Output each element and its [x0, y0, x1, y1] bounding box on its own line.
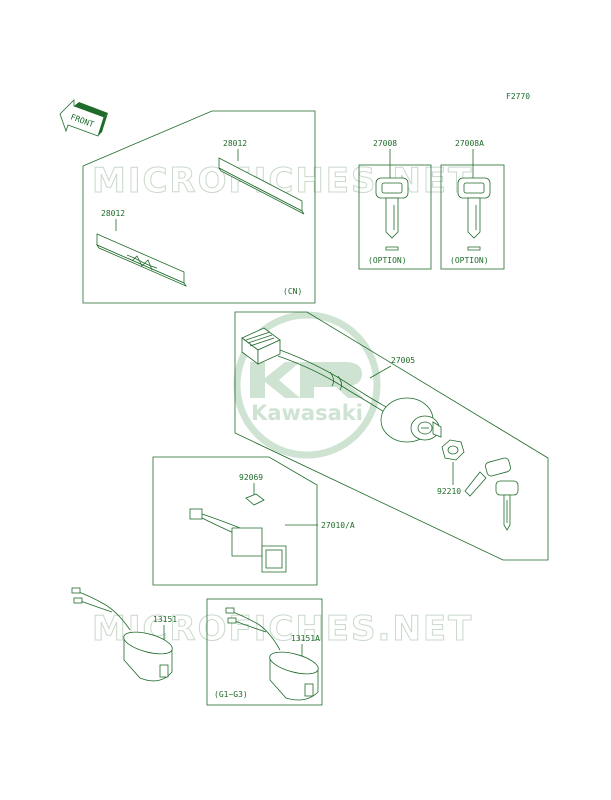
label-27005: 27005 — [391, 356, 415, 365]
label-28012-bottom: 28012 — [101, 209, 125, 218]
label-13151: 13151 — [153, 615, 177, 624]
ignition-switch-box: 27005 92210 — [234, 311, 549, 561]
key-27008A-box: 27008A (OPTION) — [440, 139, 505, 270]
sticker-28012-bottom — [95, 233, 188, 287]
g-note: (G1~G3) — [214, 690, 248, 699]
label-92210: 92210 — [437, 487, 461, 496]
key-27008-box: 27008 (OPTION) — [358, 139, 432, 270]
label-13151A: 13151A — [291, 634, 320, 643]
kawasaki-logo: Kawasaki — [233, 311, 381, 459]
front-arrow-icon: FRONT — [59, 99, 108, 137]
label-27010A: 27010/A — [321, 521, 355, 530]
label-92069: 92069 — [239, 473, 263, 482]
socket-13151: 13151 — [71, 587, 177, 682]
label-27008: 27008 — [373, 139, 397, 148]
sticker-group-box: 28012 28012 (CN) — [82, 110, 316, 304]
kawasaki-logo-text: Kawasaki — [251, 401, 363, 425]
nut-92210-icon — [441, 439, 465, 461]
switch-27010A-icon — [189, 508, 287, 573]
key-27008A-icon — [457, 177, 491, 239]
switch-27010A-box: 92069 27010/A — [152, 456, 355, 586]
label-27008A: 27008A — [455, 139, 484, 148]
spare-keys-icon — [464, 457, 519, 531]
option-label-2: (OPTION) — [450, 256, 489, 265]
connector-icon — [241, 327, 281, 365]
option-label-1: (OPTION) — [368, 256, 407, 265]
label-28012-top: 28012 — [223, 139, 247, 148]
socket-13151A-icon — [225, 607, 319, 701]
washer-92069-icon — [245, 493, 265, 506]
diagram-code: F2770 — [506, 92, 530, 101]
ignition-switch-icon — [380, 397, 442, 443]
key-27008-icon — [375, 177, 409, 239]
sticker-28012-top — [218, 157, 305, 215]
socket-13151A-box: 13151A (G1~G3) — [206, 598, 323, 706]
socket-13151-icon — [71, 587, 173, 682]
cn-note: (CN) — [283, 287, 302, 296]
